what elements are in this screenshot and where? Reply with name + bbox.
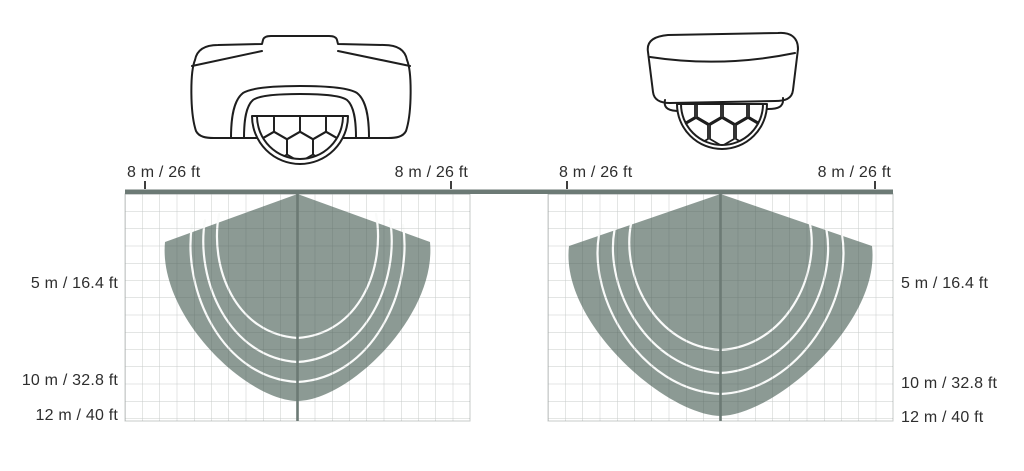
sensor-dome-front-rim <box>256 115 344 160</box>
coverage-panel-front <box>124 193 471 422</box>
center-line-front <box>296 194 299 421</box>
side-top-right-range-label: 8 m / 26 ft <box>817 164 891 181</box>
coverage-panel-side <box>547 193 894 422</box>
sensor-body-side <box>646 31 799 104</box>
sensor-body-crease-left <box>191 50 263 67</box>
pir-sensor-side-icon <box>646 31 799 150</box>
sensor-dome-side-rim <box>680 103 764 146</box>
ceiling-baseline-bar <box>125 189 893 194</box>
front-depth-label-10m: 10 m / 32.8 ft <box>21 372 118 389</box>
front-depth-label-12m: 12 m / 40 ft <box>35 407 118 424</box>
front-depth-label-5m: 5 m / 16.4 ft <box>30 275 118 292</box>
side-depth-label-5m: 5 m / 16.4 ft <box>901 275 989 292</box>
tick-marks <box>144 181 876 189</box>
side-top-left-range-label: 8 m / 26 ft <box>559 164 633 181</box>
sensor-body-front <box>190 35 412 139</box>
side-depth-label-10m: 10 m / 32.8 ft <box>901 375 998 392</box>
sensor-bracket-inner <box>243 93 357 139</box>
center-line-side <box>719 194 722 421</box>
front-top-right-range-label: 8 m / 26 ft <box>394 164 468 181</box>
sensor-dome-side <box>676 103 768 150</box>
side-depth-label-12m: 12 m / 40 ft <box>901 409 984 426</box>
pir-sensor-front-icon <box>190 35 412 165</box>
sensor-bracket-outer <box>230 85 370 139</box>
sensor-body-crease-right <box>337 50 411 67</box>
sensor-body-side-crease <box>649 52 796 63</box>
front-top-left-range-label: 8 m / 26 ft <box>127 164 201 181</box>
